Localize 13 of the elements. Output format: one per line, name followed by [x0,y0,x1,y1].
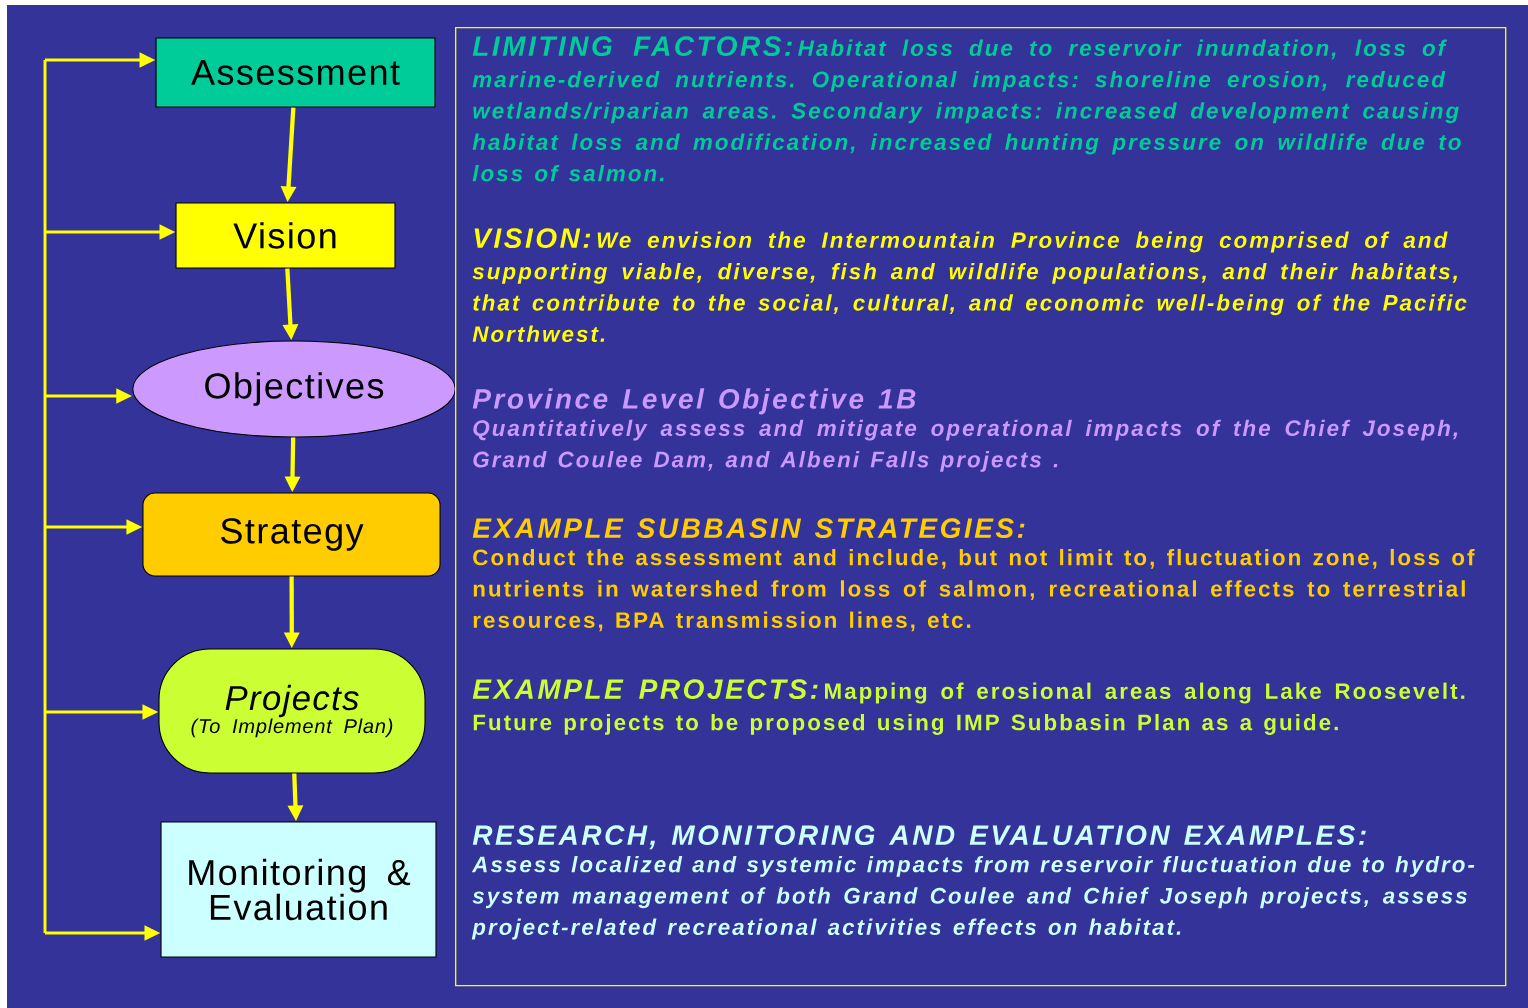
process-box: Assessment [155,37,436,108]
section-text: LIMITING FACTORS: Habitat loss due to reservoir inundation, loss of marine-derived nutrients. Operational impacts: shoreline erosion, reduced wetlands/riparian areas. Secondary impacts: increased development causing habitat loss and modification, increased hunting pressure on wildlife due to loss of salmon. [472,36,1461,182]
section-text: EXAMPLE PROJECTS: Mapping of erosional areas along Lake Roosevelt. Future projects to be proposed using IMP Subbasin Plan as a guide. [472,679,1465,735]
text-panel [455,27,1507,987]
section-text: RESEARCH, MONITORING AND EVALUATION EXAMPLES: Assess localized and systemic impacts from reservoir fluctuation due to hydro-system management of both Grand Coulee and Chief Joseph projects, assess project-related recreational activities effects on habitat. [471,825,1475,940]
feedback-line [43,60,47,933]
process-box: Vision [175,202,396,269]
section-text: Province Level Objective 1B Quantitatively assess and mitigate operational impacts of the Chief Joseph, Grand Coulee Dam, and Albeni Falls projects . [472,388,1458,472]
process-box: Projects (To Implement Plan) [158,648,426,774]
section-text: EXAMPLE SUBBASIN STRATEGIES: Conduct the assessment and include, but not limit to, fluctuation zone, loss of nutrients in watershed from loss of salmon, recreational effects to terrestrial resources, BPA transmission lines, etc. [472,518,1475,632]
section-text: VISION: We envision the Intermountain Province being comprised of and supporting viable, diverse, fish and wildlife populations, and their habitats, that contribute to the social, cultural, and economic well-being of the Pacific Northwest. [472,228,1467,343]
process-box: Monitoring & Evaluation [160,821,437,958]
process-box: Strategy [142,492,441,577]
